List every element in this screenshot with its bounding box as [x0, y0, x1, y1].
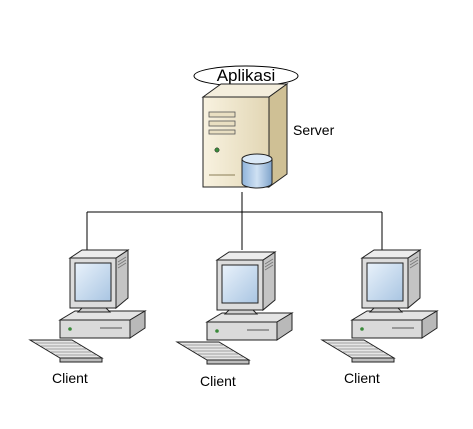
- client-computer-icon: [321, 249, 438, 363]
- client-node: Client: [29, 249, 146, 386]
- client-node: Client: [321, 249, 438, 386]
- server-tower-icon: [201, 83, 289, 188]
- database-icon: [241, 153, 273, 189]
- application-label: Aplikasi: [217, 66, 276, 85]
- server-node: Aplikasi Server: [193, 65, 335, 189]
- client-label: Client: [200, 373, 236, 389]
- client-computer-icon: [176, 251, 293, 365]
- server-label: Server: [293, 122, 335, 138]
- client-node: Client: [176, 251, 293, 389]
- client-label: Client: [52, 370, 88, 386]
- client-label: Client: [344, 370, 380, 386]
- client-computer-icon: [29, 249, 146, 363]
- network-lines: [86, 192, 383, 252]
- application-ellipse: Aplikasi: [193, 65, 299, 87]
